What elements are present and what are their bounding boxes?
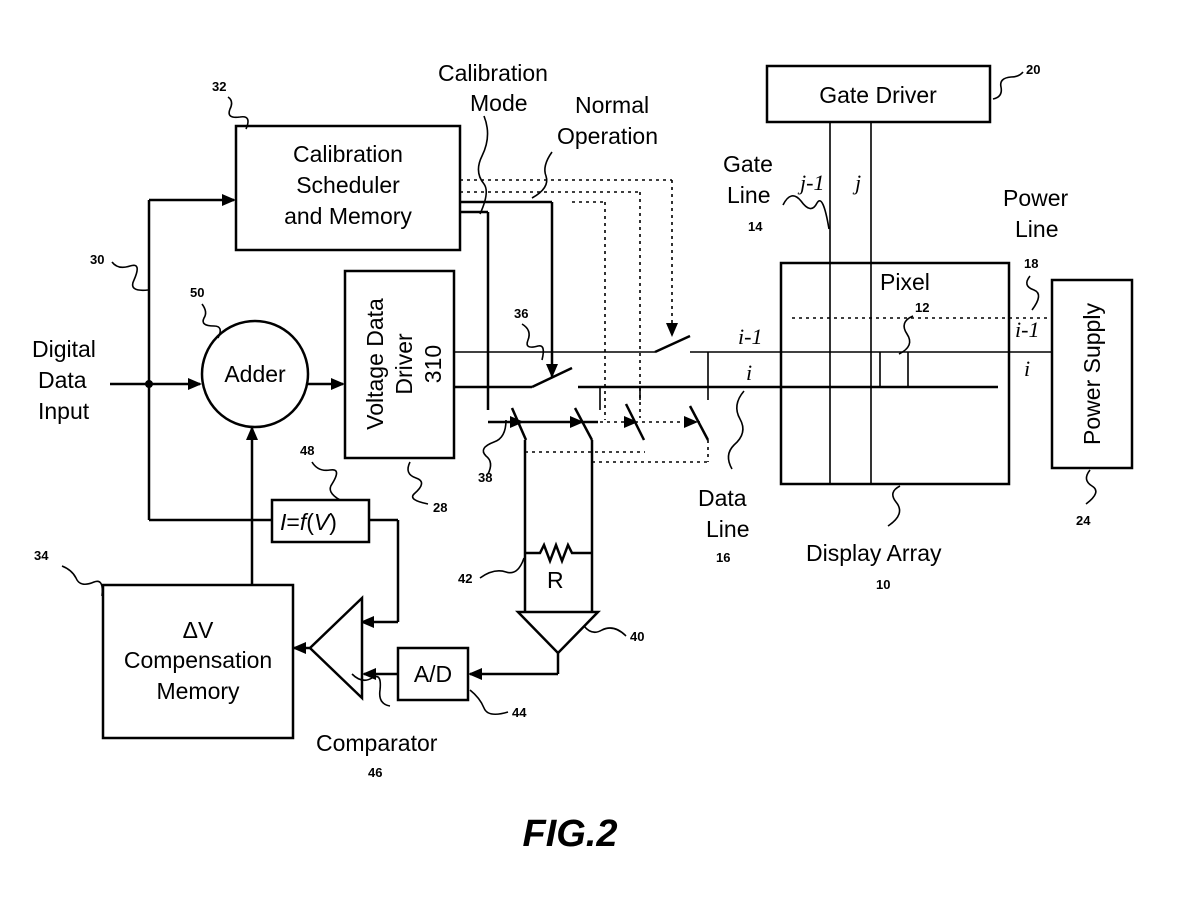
voltage-driver-ref: 28	[433, 500, 447, 515]
display-array-box	[781, 263, 1009, 484]
power-supply-label: Power Supply	[1079, 303, 1105, 445]
ivf-eq: =	[286, 509, 299, 535]
adder-pointer	[202, 304, 220, 338]
adder-input-arrow	[188, 378, 202, 390]
calibration-mode-pointer	[478, 116, 487, 214]
voltage-driver-line1: Voltage Data	[362, 298, 388, 430]
column-label-j: j	[852, 170, 861, 195]
digital-input-line2: Data	[38, 367, 87, 393]
gate-line-label-2: Line	[727, 182, 770, 208]
compensation-pointer	[62, 566, 102, 596]
display-array-pointer	[888, 486, 900, 526]
calibration-scheduler-line1: Calibration	[293, 141, 403, 167]
ivf-close: )	[329, 509, 337, 535]
ivf-ref: 48	[300, 443, 314, 458]
data-line-label-1: Data	[698, 485, 747, 511]
adder-label: Adder	[224, 361, 286, 387]
amplifier-ref: 40	[630, 629, 644, 644]
adder-output-arrow	[331, 378, 345, 390]
adc-input-arrow	[468, 668, 482, 680]
ivf-pointer	[312, 462, 340, 500]
comparator-label: Comparator	[316, 730, 438, 756]
calibration-scheduler-line2: Scheduler	[296, 172, 400, 198]
ivf-label: I=f(V)	[280, 509, 337, 535]
data-row-label-i-1: i-1	[738, 324, 762, 349]
data-row-label-i: i	[746, 360, 752, 385]
amplifier-pointer	[584, 626, 626, 636]
normal-operation-line1: Normal	[575, 92, 649, 118]
resistor-ref: 42	[458, 571, 472, 586]
pixel-element	[880, 352, 908, 387]
scheduler-input-arrow	[222, 194, 236, 206]
figure-caption: FIG.2	[522, 813, 617, 855]
power-line-label-1: Power	[1003, 185, 1069, 211]
compensation-line2: Compensation	[124, 647, 272, 673]
power-line-label-2: Line	[1015, 216, 1058, 242]
gate-line-pointer	[783, 196, 829, 229]
switch-38-ref: 38	[478, 470, 492, 485]
data-line-label-2: Line	[706, 516, 749, 542]
voltage-driver-pointer	[408, 462, 428, 504]
normal-operation-line2: Operation	[557, 123, 658, 149]
resistor-symbol	[525, 545, 592, 561]
power-row-label-i-1: i-1	[1015, 317, 1039, 342]
compensation-line3: Memory	[156, 678, 240, 704]
digital-input-line3: Input	[38, 398, 90, 424]
power-row-label-i: i	[1024, 356, 1030, 381]
comparator-input-arrow	[362, 668, 376, 680]
switch-normal-arrow	[666, 323, 678, 337]
switch-i-1-blade	[655, 336, 690, 352]
normal-operation-pointer	[532, 152, 552, 198]
display-array-ref: 10	[876, 577, 890, 592]
gate-driver-ref-squiggle	[993, 72, 1023, 99]
gate-line-label-1: Gate	[723, 151, 773, 177]
calibration-scheduler-line3: and Memory	[284, 203, 412, 229]
switch-38-pointer	[483, 420, 506, 474]
voltage-driver-line2: Driver	[391, 333, 417, 395]
pixel-ref: 12	[915, 300, 929, 315]
comparator-triangle	[310, 598, 362, 698]
pixel-pointer	[899, 316, 913, 354]
calibration-mode-line2: Mode	[470, 90, 528, 116]
power-line-ref: 18	[1024, 256, 1038, 271]
compensation-ref: 34	[34, 548, 49, 563]
adc-label: A/D	[414, 661, 452, 687]
adder-ref: 50	[190, 285, 204, 300]
calibration-scheduler-ref: 32	[212, 79, 226, 94]
switch-36-ref: 36	[514, 306, 528, 321]
calibration-scheduler-pointer	[228, 97, 248, 129]
data-line-pointer	[728, 391, 744, 469]
gate-driver-label: Gate Driver	[819, 82, 937, 108]
digital-input-pointer	[112, 262, 148, 290]
data-line-ref: 16	[716, 550, 730, 565]
column-label-j-1: j-1	[797, 170, 824, 195]
adc-pointer	[470, 690, 508, 714]
comparator-ref: 46	[368, 765, 382, 780]
display-array-label: Display Array	[806, 540, 942, 566]
amplifier-triangle	[518, 612, 598, 653]
voltage-driver-line3: 310	[420, 345, 446, 383]
pixel-label: Pixel	[880, 269, 930, 295]
digital-input-ref: 30	[90, 252, 104, 267]
power-supply-ref: 24	[1076, 513, 1091, 528]
digital-input-line1: Digital	[32, 336, 96, 362]
compensation-line1: ΔV	[183, 617, 214, 643]
adc-ref: 44	[512, 705, 527, 720]
gate-driver-ref: 20	[1026, 62, 1040, 77]
calibration-mode-line1: Calibration	[438, 60, 548, 86]
power-line-pointer	[1027, 276, 1039, 310]
gate-line-ref: 14	[748, 219, 763, 234]
resistor-pointer	[480, 558, 524, 578]
switch-36-pointer	[522, 324, 543, 360]
resistor-label: R	[547, 567, 564, 593]
power-supply-pointer	[1086, 470, 1096, 504]
